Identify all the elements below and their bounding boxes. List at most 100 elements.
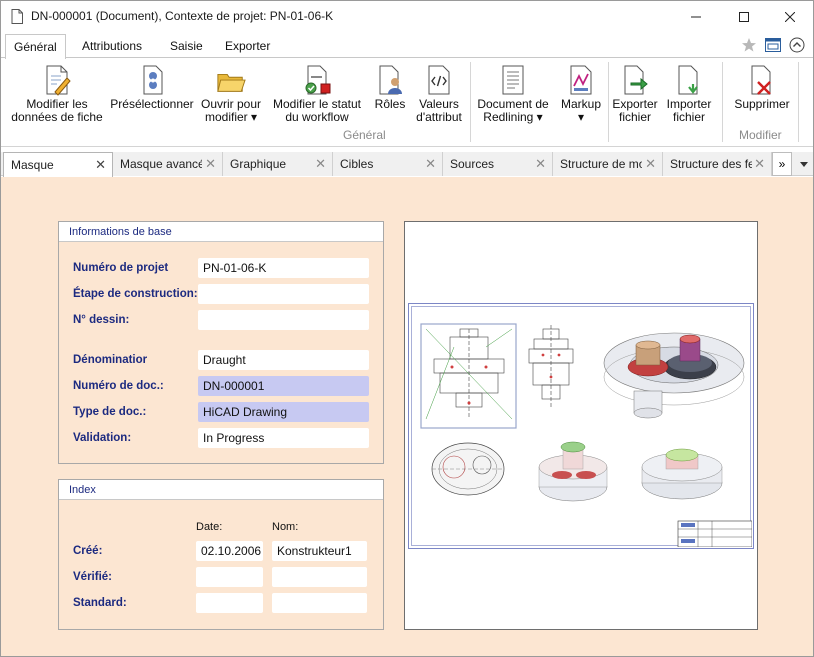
cree-nom-field[interactable]: Konstrukteur1 <box>272 541 367 561</box>
maximize-button[interactable] <box>721 1 767 32</box>
drawing-preview[interactable] <box>404 221 758 630</box>
importer-fichier-label: Importer fichier <box>666 97 712 124</box>
tab-graphique-label: Graphique <box>230 157 287 171</box>
tab-masque-label: Masque <box>11 158 54 172</box>
denominatior-label: Dénominatior <box>73 354 148 366</box>
close-tab-icon[interactable]: ✕ <box>754 156 765 171</box>
informations-de-base-panel: Informations de base Numéro de projet PN… <box>58 221 384 464</box>
standard-date-field[interactable] <box>196 593 263 613</box>
supprimer-label: Supprimer <box>734 97 790 111</box>
verifie-nom-field[interactable] <box>272 567 367 587</box>
nom-column-header: Nom: <box>272 521 299 533</box>
tab-sources-label: Sources <box>450 157 495 171</box>
markup-button[interactable]: Markup ▾ <box>557 62 605 128</box>
supprimer-button[interactable]: Supprimer <box>731 62 793 128</box>
ribbon-group-modifier: Modifier <box>739 128 782 142</box>
panel-title: Informations de base <box>59 222 383 242</box>
window-layout-icon[interactable] <box>765 38 781 52</box>
modifier-statut-workflow-button[interactable]: Modifier le statut du workflow <box>269 62 365 128</box>
document-redlining-label: Document de Redlining ▾ <box>477 97 549 124</box>
ribbon-tab-attributions[interactable]: Attributions <box>82 39 143 53</box>
close-tab-icon[interactable]: ✕ <box>645 156 656 171</box>
exporter-fichier-label: Exporter fichier <box>612 97 658 124</box>
validation-label: Validation: <box>73 432 132 444</box>
delete-document-icon <box>751 65 771 95</box>
cree-label: Créé: <box>73 545 103 557</box>
attribute-values-icon <box>428 65 450 95</box>
import-file-icon <box>678 65 698 95</box>
numero-dessin-label: N° dessin: <box>73 314 130 326</box>
denominatior-field[interactable]: Draught <box>198 350 369 370</box>
tab-cibles-label: Cibles <box>340 157 374 171</box>
tab-masque-avance-label: Masque avancé <box>120 157 202 171</box>
etape-construction-field[interactable] <box>198 284 369 304</box>
tab-masque[interactable]: Masque ✕ <box>3 152 113 177</box>
valeurs-attribut-button[interactable]: Valeurs d'attribut <box>411 62 467 128</box>
technical-drawing-image <box>420 323 753 548</box>
standard-label: Standard: <box>73 597 127 609</box>
collapse-ribbon-icon[interactable] <box>789 37 805 53</box>
minimize-icon <box>691 16 701 17</box>
ribbon-group-general: Général <box>343 128 386 142</box>
tab-list-dropdown[interactable] <box>795 152 813 176</box>
standard-nom-field[interactable] <box>272 593 367 613</box>
numero-projet-label: Numéro de projet <box>73 262 169 274</box>
ribbon-tab-exporter[interactable]: Exporter <box>225 39 271 53</box>
title-bar: DN-000001 (Document), Contexte de projet… <box>1 1 813 32</box>
document-icon <box>11 9 23 24</box>
close-button[interactable] <box>767 1 813 32</box>
importer-fichier-button[interactable]: Importer fichier <box>662 62 716 128</box>
more-tabs-button[interactable]: » <box>772 152 792 176</box>
tab-cibles[interactable]: Cibles ✕ <box>333 152 443 176</box>
close-tab-icon[interactable]: ✕ <box>425 156 436 171</box>
workflow-status-icon <box>305 65 331 95</box>
document-redlining-button[interactable]: Document de Redlining ▾ <box>473 62 553 128</box>
ribbon-panel: Modifier les données de fiche Présélecti… <box>1 57 813 147</box>
tab-sources[interactable]: Sources ✕ <box>443 152 553 176</box>
validation-field[interactable]: In Progress <box>198 428 369 448</box>
tab-structure-fe[interactable]: Structure des fe ✕ <box>663 152 772 176</box>
type-doc-field: HiCAD Drawing <box>198 402 369 422</box>
numero-projet-field[interactable]: PN-01-06-K <box>198 258 369 278</box>
preselectionner-button[interactable]: Présélectionner <box>109 62 195 128</box>
tab-structure-mo[interactable]: Structure de mo ✕ <box>553 152 663 176</box>
markup-icon <box>570 65 592 95</box>
exporter-fichier-button[interactable]: Exporter fichier <box>610 62 660 128</box>
tab-structure-fe-label: Structure des fe <box>670 157 752 171</box>
date-column-header: Date: <box>196 521 223 533</box>
minimize-button[interactable] <box>673 1 719 32</box>
etape-construction-label: Étape de construction: <box>73 288 198 300</box>
numero-doc-label: Numéro de doc.: <box>73 380 164 392</box>
maximize-icon <box>739 11 749 22</box>
modifier-donnees-label: Modifier les données de fiche <box>11 97 103 124</box>
index-panel: Index Date: Nom: Créé: 02.10.2006 Konstr… <box>58 479 384 630</box>
ouvrir-pour-modifier-label: Ouvrir pour modifier ▾ <box>200 97 262 124</box>
drawing-sheet <box>408 303 754 549</box>
ribbon-tab-saisie[interactable]: Saisie <box>170 39 203 53</box>
tab-graphique[interactable]: Graphique ✕ <box>223 152 333 176</box>
close-icon <box>785 11 795 22</box>
numero-dessin-field[interactable] <box>198 310 369 330</box>
export-file-icon <box>624 65 648 95</box>
close-tab-icon[interactable]: ✕ <box>535 156 546 171</box>
roles-button[interactable]: Rôles <box>371 62 409 128</box>
type-doc-label: Type de doc.: <box>73 406 147 418</box>
markup-label: Markup ▾ <box>560 97 601 124</box>
star-icon[interactable] <box>741 37 757 53</box>
roles-label: Rôles <box>374 97 406 111</box>
masque-content: Informations de base Numéro de projet PN… <box>1 177 813 656</box>
close-tab-icon[interactable]: ✕ <box>205 156 216 171</box>
window-title: DN-000001 (Document), Contexte de projet… <box>31 9 334 23</box>
edit-document-icon <box>46 65 71 96</box>
close-tab-icon[interactable]: ✕ <box>95 157 106 172</box>
ribbon-tab-general[interactable]: Général <box>5 34 66 59</box>
ouvrir-pour-modifier-button[interactable]: Ouvrir pour modifier ▾ <box>197 62 265 128</box>
modifier-donnees-button[interactable]: Modifier les données de fiche <box>9 62 105 128</box>
verifie-date-field[interactable] <box>196 567 263 587</box>
roles-icon <box>379 65 402 95</box>
close-tab-icon[interactable]: ✕ <box>315 156 326 171</box>
cree-date-field[interactable]: 02.10.2006 <box>196 541 263 561</box>
tab-masque-avance[interactable]: Masque avancé ✕ <box>113 152 223 176</box>
chevron-down-icon <box>800 161 808 167</box>
